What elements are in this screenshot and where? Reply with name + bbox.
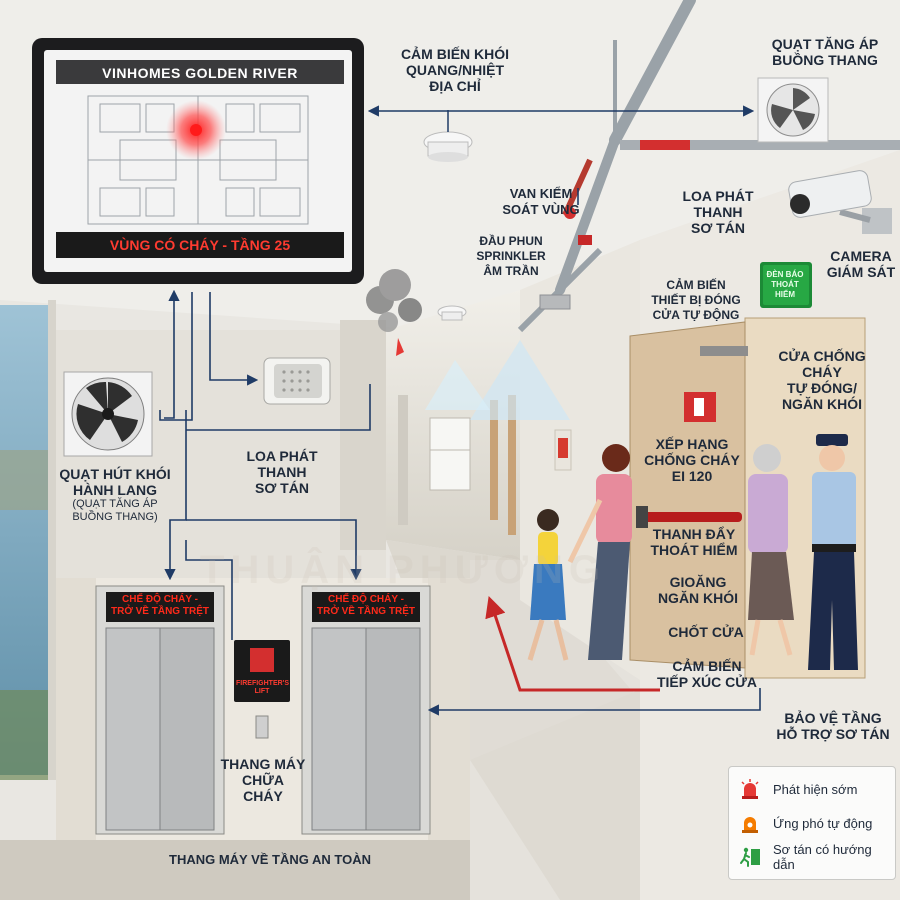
label-speaker-mid: LOA PHÁT THANH SƠ TÁN — [246, 448, 318, 496]
lift-led-right: CHẾ ĐỘ CHÁY - TRỞ VỀ TẦNG TRỆT — [317, 594, 415, 617]
auto-response-icon — [739, 812, 761, 834]
legend-item-guided-evacuation: Sơ tán có hướng dẫn — [739, 842, 895, 872]
label-panic-bar: THANH ĐẨY THOÁT HIỂM — [650, 526, 738, 558]
label-speaker-top: LOA PHÁT THANH SƠ TÁN — [682, 188, 754, 236]
floor-plan — [87, 95, 309, 225]
label-stair-pressure-fan: QUẠT TĂNG ÁP BUỒNG THANG — [771, 36, 879, 68]
evacuating-people — [527, 434, 858, 670]
firefighters-lift-text: FIREFIGHTER'S LIFT — [236, 680, 289, 695]
label-smoke-seal: GIOĂNG NGĂN KHÓI — [657, 574, 739, 606]
legend-text: Phát hiện sớm — [773, 781, 858, 797]
sprinkler-pipe — [609, 0, 696, 146]
elevator-left — [95, 585, 225, 835]
monitor-fire-zone-alert: VÙNG CÓ CHÁY - TẦNG 25 — [109, 237, 291, 253]
panic-bar — [640, 512, 742, 522]
elevator-right — [301, 585, 431, 835]
legend-item-auto-response: Ứng phó tự động — [739, 811, 872, 835]
label-zone-valve: VAN KIỂM SOÁT VÙNG — [502, 186, 580, 217]
label-smoke-sensor: CẢM BIẾN KHÓI QUANG/NHIỆT ĐỊA CHỈ — [400, 46, 510, 94]
watermark: THUẬN PHƯƠNG — [200, 548, 606, 592]
label-fire-rating: XẾP HẠNG CHỐNG CHÁY EI 120 — [644, 436, 740, 484]
legend: Phát hiện sớm Ứng phó tự động Sơ tán có … — [728, 766, 896, 880]
label-door-latch: CHỐT CỬA — [668, 624, 744, 640]
zone-valve-icon — [564, 207, 576, 219]
label-guard: BẢO VỆ TẦNG HỖ TRỢ SƠ TÁN — [776, 710, 890, 742]
exit-running-icon — [739, 846, 761, 868]
lift-call-button — [255, 715, 269, 739]
smoke-icon — [366, 269, 422, 332]
label-door-contact-sensor: CẢM BIẾN TIẾP XÚC CỬA — [656, 658, 758, 690]
speaker-icon — [263, 357, 331, 405]
label-door-closer-sensor: CẢM BIẾN THIẾT BỊ ĐÓNG CỬA TỰ ĐỘNG — [651, 278, 741, 322]
label-corridor-fan-main: QUẠT HÚT KHÓI HÀNH LANG — [59, 466, 171, 498]
exit-sign-text: ĐÈN BÁO THOÁT HIỂM — [766, 270, 804, 299]
monitor-title: VINHOMES GOLDEN RIVER — [102, 65, 298, 81]
label-sprinkler: ĐẦU PHUN SPRINKLER ÂM TRẦN — [476, 234, 546, 278]
legend-text: Sơ tán có hướng dẫn — [773, 842, 872, 872]
alarm-light-icon — [739, 778, 761, 800]
label-camera: CAMERA GIÁM SÁT — [826, 248, 896, 280]
label-fire-door: CỬA CHỐNG CHÁY TỰ ĐÓNG/ NGĂN KHÓI — [778, 348, 866, 412]
legend-text: Ứng phó tự động — [773, 815, 873, 831]
evacuation-route-arrow — [485, 596, 660, 692]
label-firefighter-lift: THANG MÁY CHỮA CHÁY — [220, 756, 306, 804]
label-lifts-safe-floor: THANG MÁY VỀ TẦNG AN TOÀN — [169, 852, 371, 867]
label-corridor-fan-sub: (QUẠT TĂNG ÁP BUỒNG THANG) — [72, 498, 158, 523]
signal-lines — [159, 105, 761, 716]
label-corridor-fan: QUẠT HÚT KHÓI HÀNH LANG(QUẠT TĂNG ÁP BUỒ… — [40, 466, 190, 524]
legend-item-early-detection: Phát hiện sớm — [739, 777, 857, 801]
camera-icon — [788, 170, 892, 234]
corridor-exhaust-fan-icon — [63, 371, 153, 457]
lift-led-left: CHẾ ĐỘ CHÁY - TRỞ VỀ TẦNG TRỆT — [111, 594, 209, 617]
